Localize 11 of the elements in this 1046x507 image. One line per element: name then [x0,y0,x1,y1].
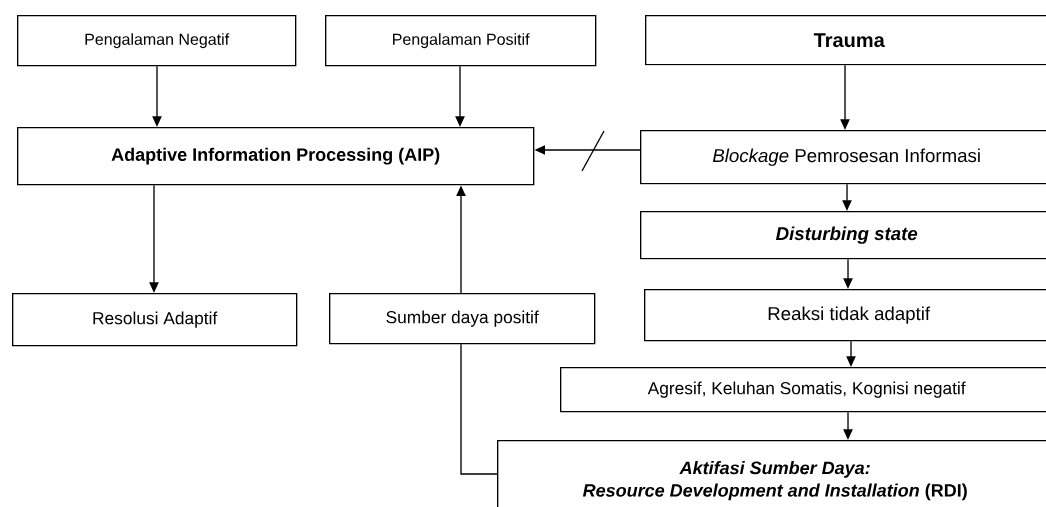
process-box: Pengalaman Positif [325,15,597,67]
process-box: Adaptive Information Processing (AIP) [17,127,535,186]
process-box: Pengalaman Negatif [17,15,297,67]
process-box: Trauma [645,15,1046,66]
process-box: Agresif, Keluhan Somatis, Kognisi negatif [560,367,1046,413]
process-box: Reaksi tidak adaptif [644,289,1046,342]
process-box: Sumber daya positif [329,293,596,345]
process-box: Resolusi Adaptif [12,293,298,347]
process-box: Disturbing state [640,211,1046,260]
process-box: Blockage Pemrosesan Informasi [640,130,1046,185]
process-box: Aktifasi Sumber Daya: Resource Development and Installation (RDI) [497,440,1046,507]
